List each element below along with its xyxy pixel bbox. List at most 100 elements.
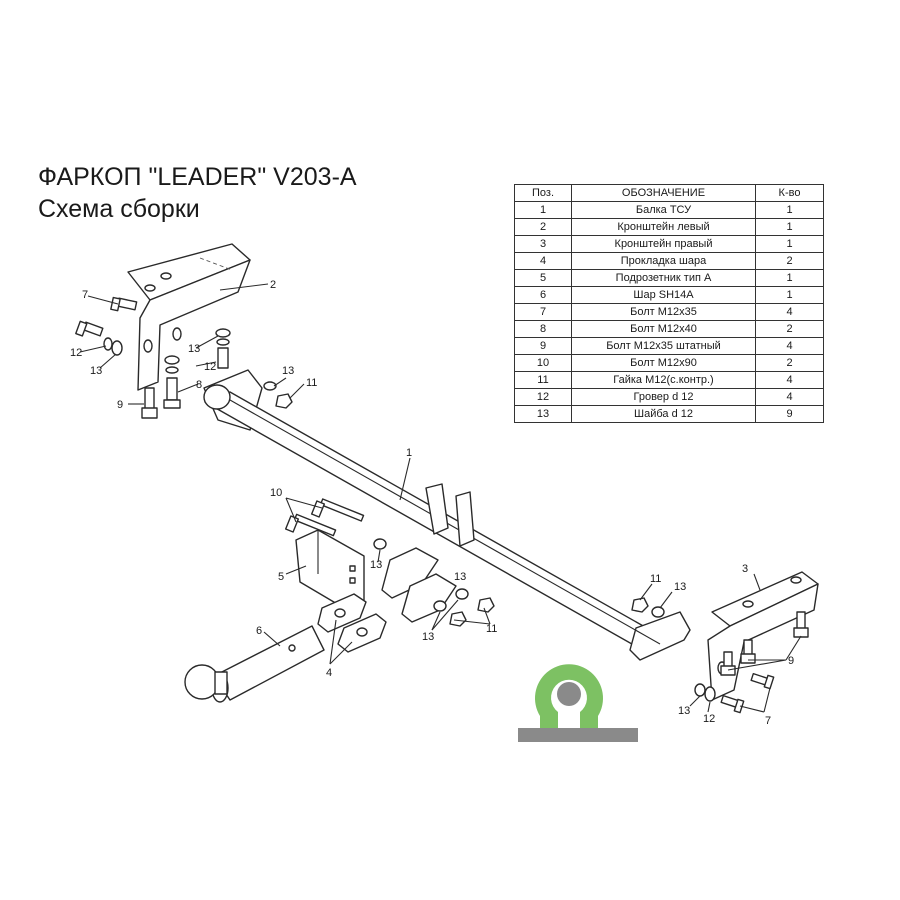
cell-pos: 8 bbox=[514, 320, 572, 338]
callout-12-left: 12 bbox=[70, 347, 82, 359]
logo-base bbox=[518, 728, 638, 742]
cell-pos: 2 bbox=[514, 218, 572, 236]
cell-designation: Гайка М12(с.контр.) bbox=[571, 371, 756, 389]
callout-5: 5 bbox=[278, 571, 284, 583]
header-pos: Поз. bbox=[514, 184, 572, 202]
cell-pos: 10 bbox=[514, 354, 572, 372]
center-fasteners bbox=[433, 588, 495, 627]
cell-designation: Шайба d 12 bbox=[571, 405, 756, 423]
callout-12-right: 12 bbox=[703, 713, 715, 725]
cell-pos: 3 bbox=[514, 235, 572, 253]
cell-designation: Кронштейн левый bbox=[571, 218, 756, 236]
callout-7-right: 7 bbox=[765, 715, 771, 727]
cell-designation: Подрозетник тип А bbox=[571, 269, 756, 287]
cell-qty: 9 bbox=[755, 405, 824, 423]
leader-lines bbox=[79, 283, 802, 713]
header-designation: ОБОЗНАЧЕНИЕ bbox=[571, 184, 756, 202]
cell-qty: 1 bbox=[755, 235, 824, 253]
callout-13-left: 13 bbox=[90, 365, 102, 377]
table-header-row: Поз. ОБОЗНАЧЕНИЕ К-во bbox=[514, 184, 824, 202]
beam-mount-plates bbox=[381, 483, 475, 623]
callout-11-center: 11 bbox=[486, 623, 497, 635]
nut-11-right bbox=[631, 597, 665, 618]
cell-qty: 2 bbox=[755, 354, 824, 372]
cell-designation: Болт М12х35 bbox=[571, 303, 756, 321]
cell-qty: 4 bbox=[755, 303, 824, 321]
cell-designation: Шар SH14A bbox=[571, 286, 756, 304]
cell-pos: 6 bbox=[514, 286, 572, 304]
cell-qty: 1 bbox=[755, 269, 824, 287]
cell-pos: 1 bbox=[514, 201, 572, 219]
callout-3: 3 bbox=[742, 563, 748, 575]
bolts-10 bbox=[284, 498, 365, 537]
cell-pos: 12 bbox=[514, 388, 572, 406]
callout-10: 10 bbox=[270, 487, 282, 499]
callout-13-extra: 13 bbox=[454, 571, 466, 583]
cell-designation: Болт М12х90 bbox=[571, 354, 756, 372]
bolt-7-left bbox=[110, 296, 138, 312]
callout-13-top: 13 bbox=[282, 365, 294, 377]
cell-qty: 1 bbox=[755, 286, 824, 304]
logo-omega-shape bbox=[535, 664, 604, 728]
bolts-7-right bbox=[694, 672, 775, 714]
bolt-8-stack bbox=[163, 328, 231, 409]
cell-pos: 13 bbox=[514, 405, 572, 423]
header-qty: К-во bbox=[755, 184, 824, 202]
cell-qty: 4 bbox=[755, 388, 824, 406]
callout-6: 6 bbox=[256, 625, 262, 637]
nut-11-top bbox=[263, 381, 293, 409]
callout-12-mid: 12 bbox=[204, 361, 216, 373]
callout-13-right: 13 bbox=[674, 581, 686, 593]
cell-pos: 4 bbox=[514, 252, 572, 270]
ball-spacers bbox=[317, 593, 387, 653]
title-line1: ФАРКОП "LEADER" V203-A bbox=[38, 163, 357, 191]
cell-qty: 2 bbox=[755, 252, 824, 270]
bolt-with-washers-left bbox=[75, 320, 123, 356]
towball bbox=[184, 625, 325, 703]
callout-11-top: 11 bbox=[306, 377, 317, 389]
cell-designation: Кронштейн правый bbox=[571, 235, 756, 253]
cell-pos: 9 bbox=[514, 337, 572, 355]
brand-logo bbox=[518, 664, 638, 742]
callout-4: 4 bbox=[326, 667, 332, 679]
callout-9-right: 9 bbox=[788, 655, 794, 667]
cell-qty: 1 bbox=[755, 218, 824, 236]
cell-designation: Прокладка шара bbox=[571, 252, 756, 270]
cell-qty: 1 bbox=[755, 201, 824, 219]
callout-2: 2 bbox=[270, 279, 276, 291]
cell-qty: 4 bbox=[755, 371, 824, 389]
cell-designation: Балка ТСУ bbox=[571, 201, 756, 219]
cell-qty: 4 bbox=[755, 337, 824, 355]
bolt-9-left bbox=[141, 387, 158, 419]
callout-13-plate: 13 bbox=[370, 559, 382, 571]
callout-9-left: 9 bbox=[117, 399, 123, 411]
callouts: 1 2 3 4 5 6 7 7 8 9 9 10 11 11 11 12 12 … bbox=[70, 279, 794, 727]
callout-13-bottom: 13 bbox=[678, 705, 690, 717]
callout-11-right: 11 bbox=[650, 573, 661, 585]
title-line2: Схема сборки bbox=[38, 195, 200, 223]
callout-8: 8 bbox=[196, 379, 202, 391]
callout-7-left: 7 bbox=[82, 289, 88, 301]
cell-designation: Болт М12х40 bbox=[571, 320, 756, 338]
left-bracket bbox=[127, 243, 251, 391]
logo-ball bbox=[557, 682, 581, 706]
cell-pos: 5 bbox=[514, 269, 572, 287]
cell-designation: Болт М12х35 штатный bbox=[571, 337, 756, 355]
bolts-9-right bbox=[720, 611, 809, 676]
callout-13-mid: 13 bbox=[188, 343, 200, 355]
cell-designation: Гровер d 12 bbox=[571, 388, 756, 406]
callout-13-center: 13 bbox=[422, 631, 434, 643]
cell-pos: 7 bbox=[514, 303, 572, 321]
